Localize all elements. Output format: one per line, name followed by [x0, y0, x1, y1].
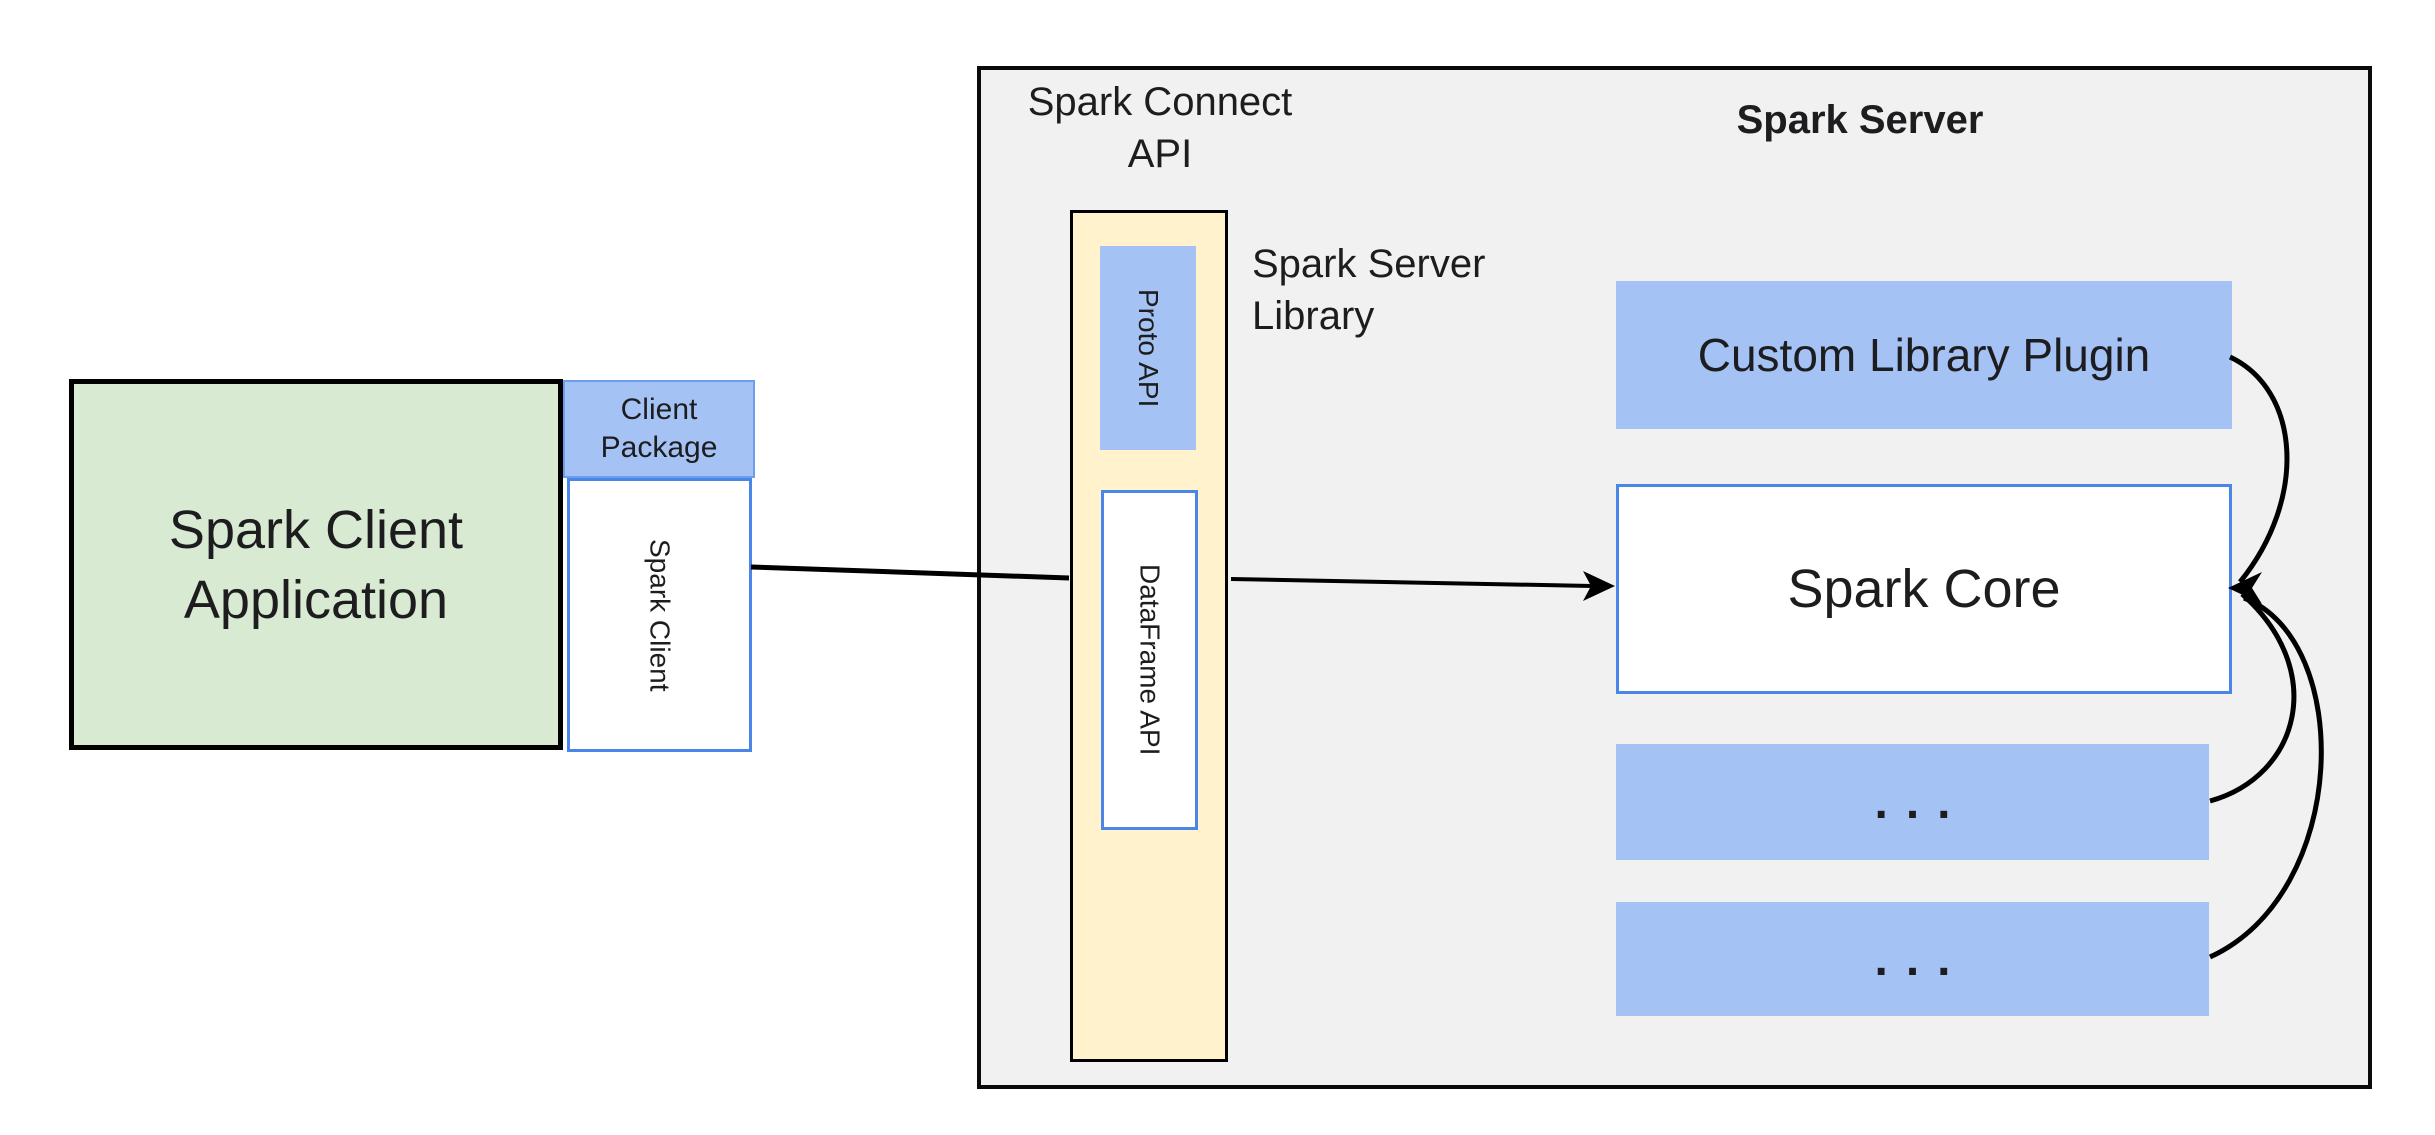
client-package-label: Client Package [601, 391, 718, 467]
spark-server-title: Spark Server [1736, 98, 1984, 142]
spark-client-label: Spark Client [644, 538, 676, 692]
spark-connect-api-label: Spark Connect API [980, 76, 1340, 180]
spark-server-library-line2: Library [1252, 294, 1375, 338]
client-package-box: Client Package [563, 380, 755, 478]
client-package-line1: Client [620, 393, 698, 426]
spark-client-box: Spark Client [567, 478, 752, 752]
proto-api-label: Proto API [1133, 288, 1164, 408]
ellipsis-box-1-label: ... [1874, 775, 1969, 829]
spark-client-application-box: Spark Client Application [69, 379, 563, 750]
dataframe-api-box: DataFrame API [1101, 490, 1198, 830]
spark-server-library-line1: Spark Server [1252, 242, 1486, 286]
proto-api-box: Proto API [1100, 246, 1196, 450]
spark-connect-api-line2: API [1127, 132, 1193, 176]
spark-client-application-label: Spark Client Application [169, 495, 463, 635]
ellipsis-box-1: ... [1616, 744, 2209, 860]
dataframe-api-label: DataFrame API [1134, 564, 1166, 756]
spark-client-application-line1: Spark Client [168, 499, 464, 560]
ellipsis-box-2-label: ... [1874, 932, 1969, 986]
spark-connect-api-line1: Spark Connect [1027, 80, 1293, 124]
spark-core-box: Spark Core [1616, 484, 2232, 694]
custom-library-plugin-box: Custom Library Plugin [1616, 281, 2232, 429]
spark-client-application-line2: Application [183, 569, 449, 630]
custom-library-plugin-label: Custom Library Plugin [1697, 329, 2151, 381]
spark-server-library-label: Spark Server Library [1252, 238, 1612, 342]
client-package-line2: Package [600, 431, 718, 464]
spark-core-label: Spark Core [1787, 559, 2061, 619]
ellipsis-box-2: ... [1616, 902, 2209, 1016]
